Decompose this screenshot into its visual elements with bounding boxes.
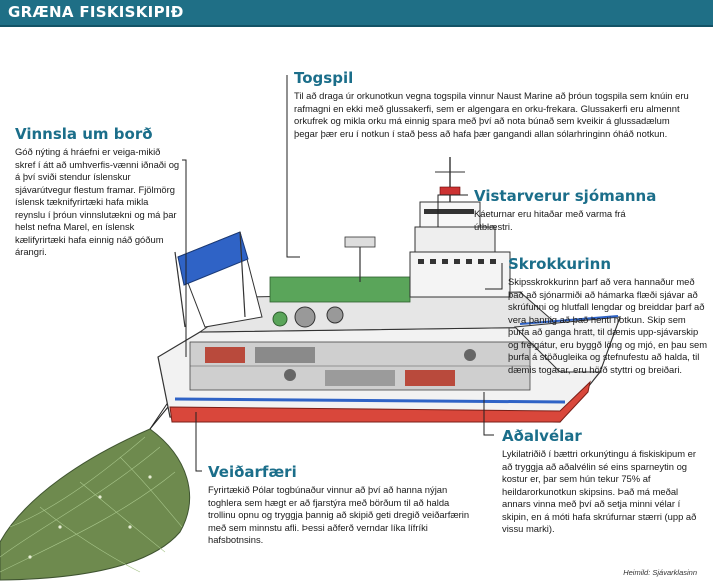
ship-diagram: Vinnsla um borð Góð nýting á hráefni er … (0, 27, 713, 583)
section-text: Lykilatriðið í bættri orkunýtingu á fisk… (502, 448, 697, 534)
section-togspil: Togspil Til að draga úr orkunotkun vegna… (294, 69, 689, 140)
section-skrokkurinn: Skrokkurinn Skipsskrokkurinn þarf að ver… (508, 255, 708, 376)
section-heading: Skrokkurinn (508, 255, 612, 273)
section-text: Fyrirtækið Pólar togbúnaður vinnur að þv… (208, 484, 470, 545)
ship-illustration (0, 75, 621, 581)
ship-superstructure (174, 157, 621, 373)
title-bar: GRÆNA FISKISKIPIÐ (0, 0, 713, 27)
section-veidarfaeri: Veiðarfæri Fyrirtækið Pólar togbúnaður v… (208, 463, 478, 547)
section-heading: Togspil (294, 69, 354, 87)
section-heading: Veiðarfæri (208, 463, 297, 481)
section-vistarverur: Vistarverur sjómanna Káeturnar eru hitað… (474, 187, 704, 233)
page-title: GRÆNA FISKISKIPIÐ (8, 3, 184, 21)
section-heading: Aðalvélar (502, 427, 582, 445)
section-text: Káeturnar eru hitaðar með varma frá útbl… (474, 208, 626, 232)
section-heading: Vinnsla um borð (15, 125, 153, 143)
section-adalvelar: Aðalvélar Lykilatriðið í bættri orkunýti… (502, 427, 707, 536)
ship-hull (157, 316, 621, 423)
section-text: Skipsskrokkurinn þarf að vera hannaður m… (508, 276, 708, 375)
source-credit: Heimild: Sjávarklasinn (623, 568, 697, 577)
leader-lines (182, 75, 503, 472)
trawl-net (0, 391, 191, 581)
section-heading: Vistarverur sjómanna (474, 187, 657, 205)
section-text: Til að draga úr orkunotkun vegna togspil… (294, 90, 689, 139)
section-vinnsla-um-bord: Vinnsla um borð Góð nýting á hráefni er … (15, 125, 181, 259)
section-text: Góð nýting á hráefni er veiga-mikið skre… (15, 146, 180, 257)
